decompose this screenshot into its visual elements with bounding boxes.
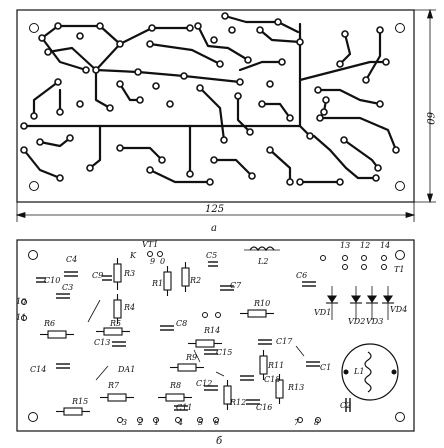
pin-label-5: 5 (198, 418, 203, 427)
pin-label-14: 14 (380, 241, 390, 250)
component-label-r14: R14 (203, 326, 220, 335)
component-label-c12: C12 (196, 379, 212, 388)
component-label-vd3: VD3 (366, 317, 383, 326)
component-label-r11: R11 (267, 361, 284, 370)
component-label-r4: R4 (123, 303, 135, 312)
component-label-c8: C8 (176, 319, 187, 328)
component-label-c2: C2 (340, 401, 351, 410)
component-label-c4: C4 (66, 255, 77, 264)
capacitors (36, 261, 351, 412)
pcb-track-side (15, 8, 436, 222)
component-label-c1: C1 (320, 363, 331, 372)
component-label-c5: C5 (206, 251, 217, 260)
component-label-da1: DA1 (117, 365, 135, 374)
component-label-vd1: VD1 (314, 308, 331, 317)
component-label-r8: R8 (169, 381, 181, 390)
mounting-hole (28, 412, 38, 422)
pin-label-10: 10 (16, 297, 26, 306)
component-label-c18: C18 (264, 375, 280, 384)
pin-label-2: 2 (137, 418, 143, 427)
mounting-hole (395, 181, 405, 191)
pin-label-7: 7 (294, 418, 300, 427)
component-label-vt1: VT1 (142, 240, 158, 249)
mounting-hole (395, 23, 405, 33)
pin-label-3: 3 (122, 418, 127, 427)
dimension-lines (15, 8, 436, 222)
mounting-hole (29, 23, 39, 33)
board-outline-b (16, 239, 415, 432)
component-label-l2: L2 (257, 257, 268, 266)
pin-label-1: 1 (154, 418, 159, 427)
component-label-r2: R2 (189, 276, 201, 285)
coil-l1 (341, 343, 399, 401)
resistors (40, 258, 284, 416)
pin-label-4: 4 (177, 418, 183, 427)
component-label-r1: R1 (151, 279, 163, 288)
figure-b-caption: б (216, 436, 223, 447)
component-label-r10: R10 (253, 299, 270, 308)
pin-label-6: 6 (214, 418, 219, 427)
component-label-r5: R5 (109, 319, 121, 328)
diodes (326, 295, 394, 304)
component-label-c15: C15 (216, 348, 232, 357)
component-label-t1: T1 (394, 265, 404, 274)
pin-label-12: 12 (360, 241, 370, 250)
mounting-hole (395, 250, 405, 260)
component-label-c3: C3 (62, 283, 73, 292)
component-label-r12: R12 (229, 398, 246, 407)
component-label-c10: C10 (44, 276, 60, 285)
mounting-hole (29, 181, 39, 191)
component-label-c7: C7 (230, 281, 242, 290)
component-label-c11: C11 (176, 403, 192, 412)
component-label-c14: C14 (30, 365, 46, 374)
inductor-l2 (249, 246, 275, 252)
component-label-c13: C13 (94, 338, 110, 347)
dimension-height-label: 60 (424, 112, 435, 125)
pin-label-0: 0 (160, 257, 165, 266)
component-label-c9: C9 (92, 271, 103, 280)
component-label-r3: R3 (123, 269, 135, 278)
figure-a-caption: a (211, 223, 217, 234)
pin-label-9: 9 (150, 257, 155, 266)
component-side (16, 239, 415, 432)
component-label-r15: R15 (71, 397, 88, 406)
component-label-r6: R6 (43, 319, 55, 328)
pin-label-11: 11 (16, 313, 26, 322)
component-label-l1: L1 (353, 367, 364, 376)
mounting-hole (395, 412, 405, 422)
component-label-k: K (129, 251, 137, 260)
copper-tracks (22, 14, 398, 184)
component-label-r9: R9 (185, 353, 197, 362)
component-label-vd2: VD2 (348, 317, 365, 326)
pin-label-13: 13 (340, 241, 350, 250)
dimension-width-label: 125 (205, 204, 224, 215)
component-label-r7: R7 (107, 381, 120, 390)
component-label-vd4: VD4 (390, 305, 407, 314)
pads (20, 12, 400, 186)
component-label-c6: C6 (296, 271, 307, 280)
component-label-r13: R13 (287, 383, 304, 392)
component-label-c16: C16 (256, 403, 272, 412)
component-label-c17: C17 (276, 337, 293, 346)
pins-circles (21, 251, 387, 423)
board-outline-a (16, 9, 415, 203)
mounting-hole (28, 250, 38, 260)
pin-label-8: 8 (314, 418, 319, 427)
